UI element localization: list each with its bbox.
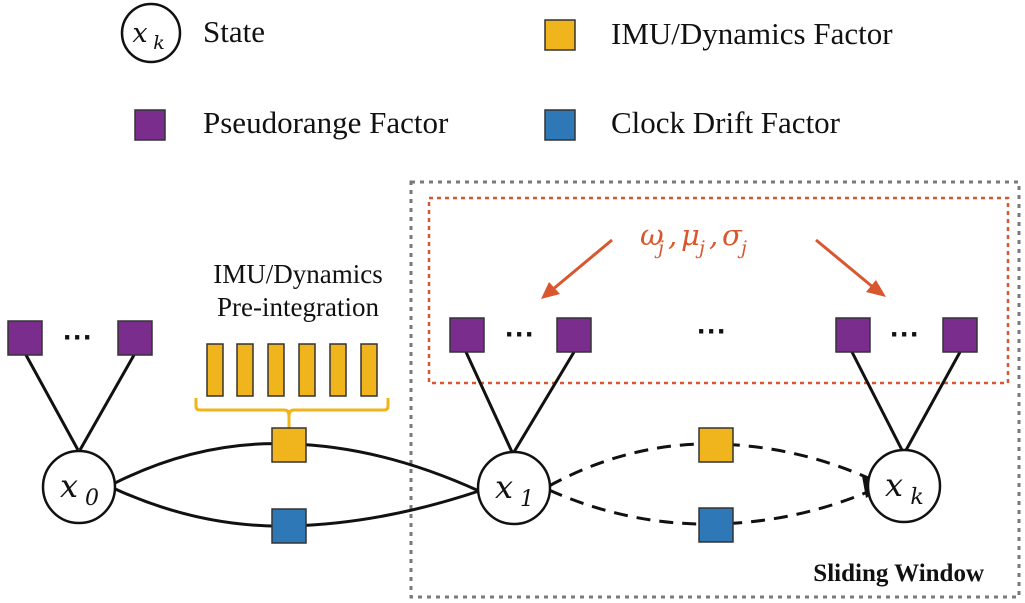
ellipsis-xk-factors: ··· bbox=[890, 318, 920, 351]
legend-clock-label: Clock Drift Factor bbox=[611, 105, 841, 140]
legend-clock-swatch bbox=[544, 109, 576, 141]
legend-state-sub: k bbox=[153, 32, 165, 54]
clock-factor bbox=[271, 508, 307, 544]
legend-imu-label: IMU/Dynamics Factor bbox=[611, 16, 893, 51]
pseudorange-factor bbox=[117, 320, 153, 356]
preintegration-brace bbox=[194, 398, 390, 417]
ellipsis-between-states: ··· bbox=[697, 315, 727, 348]
pseudorange-factor bbox=[556, 317, 592, 353]
legend-imu-swatch bbox=[544, 19, 576, 51]
preintegration-bar bbox=[360, 343, 378, 397]
state-x0-var: x bbox=[60, 467, 78, 505]
pseudorange-factor bbox=[7, 320, 43, 356]
svg-text:ω j , μ: ω j , μ j , σ j bbox=[640, 218, 751, 261]
state-x1-var: x bbox=[495, 468, 513, 506]
state-node-xk: x k bbox=[866, 448, 942, 524]
legend-pseudorange-label: Pseudorange Factor bbox=[203, 105, 449, 140]
param-omega-sub: j bbox=[654, 237, 664, 259]
param-mu: μ bbox=[681, 218, 700, 252]
clock-factor bbox=[698, 507, 734, 543]
pseudorange-factor bbox=[449, 317, 485, 353]
parameter-arrows bbox=[541, 238, 886, 299]
ellipsis-x0-factors: ··· bbox=[63, 321, 93, 354]
state-xk-var: x bbox=[885, 466, 903, 504]
param-omega: ω bbox=[640, 218, 664, 252]
preintegration-bar bbox=[298, 343, 316, 397]
legend: x k State IMU/Dynamics Factor Pseudorang… bbox=[120, 2, 893, 141]
ellipsis-x1-factors: ··· bbox=[505, 318, 535, 351]
imu-factor bbox=[698, 427, 734, 463]
param-mu-sub: j bbox=[695, 237, 705, 259]
svg-text:x: x bbox=[132, 18, 147, 49]
legend-state-symbol: x k bbox=[120, 2, 182, 64]
parameter-group-box bbox=[427, 196, 1010, 385]
preintegration-label-line2: Pre-integration bbox=[217, 292, 379, 322]
sliding-window-label: Sliding Window bbox=[813, 560, 984, 587]
preintegration-bar bbox=[329, 343, 347, 397]
preintegration-bar bbox=[206, 343, 224, 397]
edge-x0-pr-right bbox=[78, 354, 136, 451]
edge-xk-pr-left bbox=[850, 351, 905, 453]
imu-factor bbox=[271, 427, 307, 463]
factors bbox=[7, 317, 978, 544]
state-xk-sub: k bbox=[910, 485, 923, 510]
param-sep-1: , bbox=[668, 218, 677, 252]
preintegration-bar bbox=[267, 343, 285, 397]
state-x1-sub: 1 bbox=[520, 487, 534, 512]
edge-xk-pr-right bbox=[903, 351, 962, 453]
arrowhead-left bbox=[541, 282, 560, 299]
arrow-to-xk-factors bbox=[815, 238, 875, 290]
state-node-x0: x 0 bbox=[41, 449, 117, 525]
pseudorange-factor bbox=[835, 317, 871, 353]
edge-x1-pr-left bbox=[464, 351, 514, 453]
preintegration-label-line1: IMU/Dynamics bbox=[213, 259, 382, 289]
preintegration-bars bbox=[206, 343, 378, 397]
pseudorange-factor bbox=[942, 317, 978, 353]
preintegration-bar bbox=[236, 343, 254, 397]
param-sigma-sub: j bbox=[737, 237, 747, 259]
state-x0-sub: 0 bbox=[85, 486, 99, 511]
legend-pseudorange-swatch bbox=[134, 109, 166, 141]
arrow-to-x1-factors bbox=[551, 238, 613, 292]
state-node-x1: x 1 bbox=[476, 450, 552, 526]
legend-state-var: x bbox=[132, 18, 147, 49]
edge-x0-pr-left bbox=[24, 354, 80, 451]
edge-x1-pr-right bbox=[512, 351, 576, 453]
arrowhead-right bbox=[866, 280, 886, 297]
sliding-window-box bbox=[409, 180, 1021, 599]
mixture-parameters: ω j , μ j , σ j bbox=[640, 218, 751, 261]
legend-state-label: State bbox=[203, 14, 265, 49]
param-sep-2: , bbox=[709, 218, 718, 252]
param-sigma: σ bbox=[722, 218, 743, 252]
